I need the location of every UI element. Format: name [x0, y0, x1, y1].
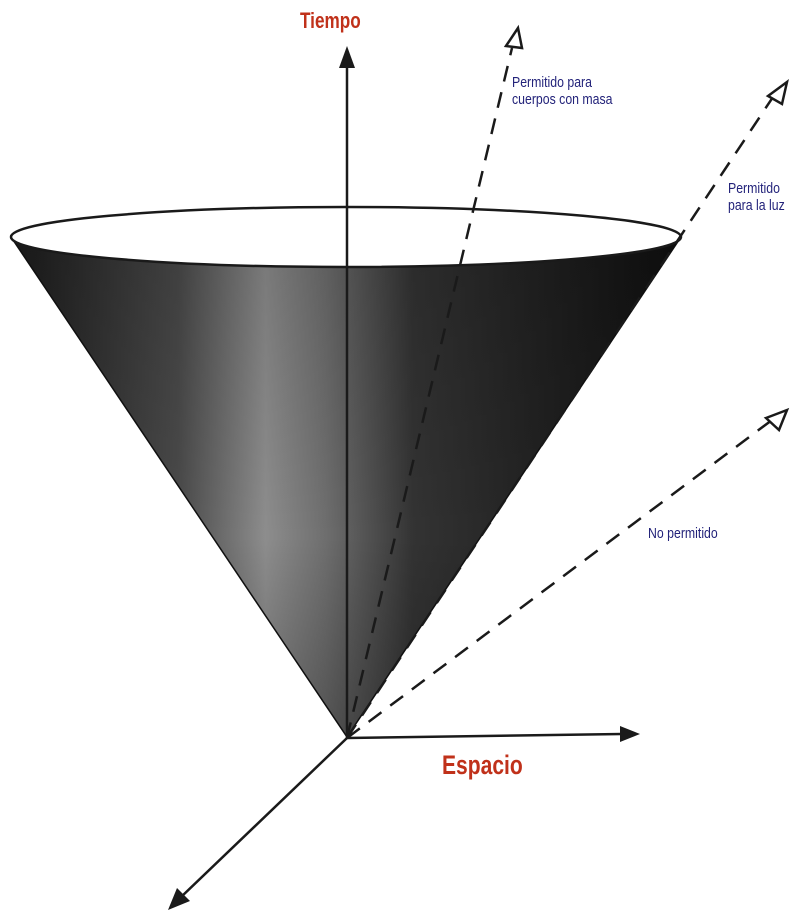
depth-axis — [179, 737, 348, 899]
light-ray-label-line2: para la luz — [728, 197, 785, 215]
massive-body-ray-arrowhead — [503, 24, 524, 50]
time-axis-label: Tiempo — [300, 8, 361, 33]
space-axis-arrowhead — [620, 726, 640, 742]
light-ray-label: Permitido para la luz — [728, 180, 785, 215]
depth-axis-arrowhead — [168, 888, 190, 910]
massive-body-ray-label-line2: cuerpos con masa — [512, 91, 613, 109]
light-ray-arrowhead — [765, 79, 789, 106]
massive-body-ray — [345, 47, 514, 739]
massive-body-ray-label-line1: Permitido para — [512, 74, 592, 91]
space-axis-label: Espacio — [442, 750, 523, 780]
light-ray — [345, 93, 777, 739]
forbidden-ray — [346, 418, 773, 740]
space-axis — [346, 732, 623, 740]
forbidden-ray-label: No permitido — [648, 525, 718, 542]
massive-body-ray-label: Permitido para cuerpos con masa — [512, 74, 613, 109]
time-axis-arrowhead — [339, 46, 355, 68]
light-ray-label-line1: Permitido — [728, 180, 780, 197]
forbidden-ray-arrowhead — [763, 407, 790, 433]
